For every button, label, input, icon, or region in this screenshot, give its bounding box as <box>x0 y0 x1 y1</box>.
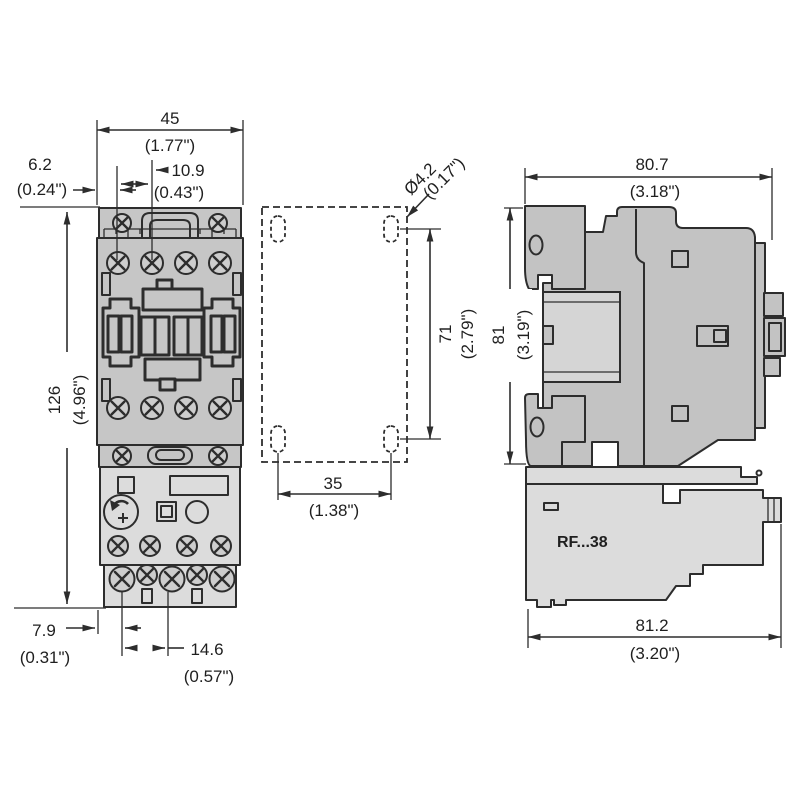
mounting-hole <box>383 215 399 243</box>
mounting-hole <box>383 425 399 453</box>
dim-side-height-mm: 81 <box>489 326 508 345</box>
contact-cluster <box>101 278 242 392</box>
dim-front-bottom-pitch-mm: 14.6 <box>190 640 223 659</box>
dim-front-pitch-in: (0.43") <box>154 183 204 202</box>
screw <box>207 445 229 467</box>
relay-reset-button <box>185 500 209 524</box>
dim-mount-horizontal-in: (1.38") <box>309 501 359 520</box>
screw <box>185 563 209 587</box>
screw <box>175 534 199 558</box>
screw <box>207 395 233 421</box>
dim-front-height-mm: 126 <box>45 386 64 414</box>
screw <box>138 534 162 558</box>
dim-front-bottom-pitch-in: (0.57") <box>184 667 234 686</box>
relay-test-button <box>156 501 177 522</box>
dim-front-width-in: (1.77") <box>145 136 195 155</box>
relay-side-body <box>525 483 782 608</box>
screw <box>111 445 133 467</box>
dim-side-top-width-in: (3.18") <box>630 182 680 201</box>
screw <box>173 395 199 421</box>
front-dimensions: 45 (1.77") 6.2 (0.24") 10.9 (0.43") 126 … <box>14 109 244 686</box>
screw <box>207 212 229 234</box>
dim-front-bottom-offset-mm: 7.9 <box>32 621 56 640</box>
relay-adjust-dial <box>103 494 139 530</box>
front-view <box>96 207 244 608</box>
dim-side-bottom-width-in: (3.20") <box>630 644 680 663</box>
dim-side-bottom-width-mm: 81.2 <box>635 616 668 635</box>
screw <box>207 250 233 276</box>
relay-side-top-strip <box>525 466 758 485</box>
screw <box>106 534 130 558</box>
dim-side-height-in: (3.19") <box>514 310 533 360</box>
screw <box>135 563 159 587</box>
screw <box>209 534 233 558</box>
din-hook-bottom <box>524 393 586 467</box>
dim-front-offset-in: (0.24") <box>17 180 67 199</box>
dim-front-offset-mm: 6.2 <box>28 155 52 174</box>
front-clip <box>141 212 199 237</box>
screw <box>208 565 236 593</box>
side-dimensions: 80.7 (3.18") 81 (3.19") 81.2 (3.20") <box>484 155 782 663</box>
dim-front-height-in: (4.96") <box>70 375 89 425</box>
relay-side-label: RF...38 <box>557 534 608 551</box>
side-view: RF...38 <box>524 205 786 608</box>
screw <box>108 565 136 593</box>
dim-front-width-mm: 45 <box>161 109 180 128</box>
dim-front-pitch-mm: 10.9 <box>171 161 204 180</box>
din-hook-top <box>524 205 586 290</box>
mounting-outline <box>261 206 408 463</box>
dim-mount-vertical-mm: 71 <box>436 325 455 344</box>
contactor-side-body <box>542 206 756 467</box>
side-terminal <box>763 292 784 317</box>
side-terminal <box>763 357 781 377</box>
screw <box>173 250 199 276</box>
screw <box>139 395 165 421</box>
dim-mount-vertical-in: (2.79") <box>458 309 477 359</box>
screw <box>105 250 131 276</box>
screw <box>158 565 186 593</box>
dim-side-top-width-mm: 80.7 <box>635 155 668 174</box>
dim-front-bottom-offset-in: (0.31") <box>20 648 70 667</box>
screw <box>111 212 133 234</box>
screw <box>105 395 131 421</box>
mounting-hole <box>270 215 286 243</box>
din-rail-recess <box>542 291 621 383</box>
dim-mount-horizontal-mm: 35 <box>324 474 343 493</box>
mounting-hole <box>270 425 286 453</box>
mounting-pattern: Ø4.2 (0.17") 71 (2.79") 35 (1.38") <box>261 154 477 520</box>
